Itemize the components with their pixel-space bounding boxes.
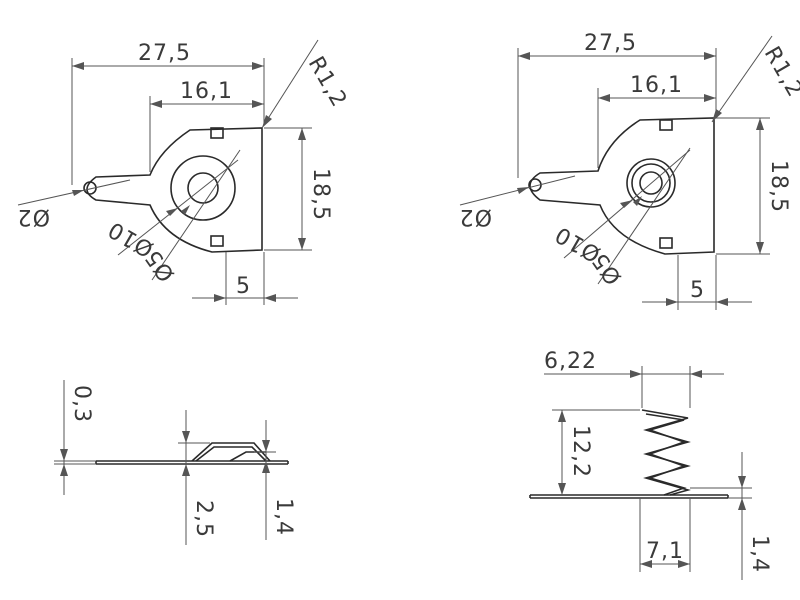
dim-spring-height: 12,2 [568, 425, 593, 478]
view-top-left: 27,5 16,1 R1,2 18,5 Ø2 Ø10 Ø5 [17, 39, 352, 305]
inner-circle [187, 172, 219, 204]
dim-height: 18,5 [308, 168, 333, 221]
dim-spring-width: 6,22 [544, 349, 597, 374]
middle-circle [631, 163, 671, 203]
outer-circle [626, 158, 676, 208]
inner-circle [639, 171, 663, 195]
slot-top [659, 119, 673, 131]
slot-top [210, 127, 224, 139]
dim-corner-radius: R1,2 [759, 43, 800, 103]
dim-base-offset: 1,4 [747, 535, 772, 573]
dim-corner-radius: R1,2 [303, 53, 352, 113]
view-bottom-right: 6,22 12,2 7,1 1,4 [529, 349, 772, 580]
dim-base-width: 7,1 [646, 539, 684, 564]
dim-edge-offset: 5 [690, 278, 705, 303]
slot-bottom [210, 235, 224, 247]
dim-tab-width: 16,1 [180, 79, 233, 104]
view-bottom-left: 0,3 2,5 1,4 [54, 380, 296, 545]
dim-thickness: 0,3 [69, 385, 94, 423]
outer-circle [170, 155, 236, 221]
slot-bottom [659, 237, 673, 249]
dim-bump-offset: 1,4 [271, 498, 296, 536]
view-top-right: 27,5 16,1 R1,2 18,5 Ø2 Ø10 Ø5 [459, 31, 800, 310]
dim-small-hole: Ø2 [17, 204, 50, 229]
dim-overall-width: 27,5 [138, 41, 191, 66]
dim-height: 18,5 [766, 160, 791, 213]
contact-plate-outline [86, 127, 263, 253]
spring-coil-inner [645, 413, 687, 496]
dim-tab-width: 16,1 [630, 73, 683, 98]
dim-overall-width: 27,5 [584, 31, 637, 56]
spring-coil-outer [641, 409, 691, 496]
dim-bump-height: 2,5 [191, 500, 216, 538]
dim-edge-offset: 5 [236, 274, 251, 299]
dim-small-hole: Ø2 [459, 204, 492, 229]
